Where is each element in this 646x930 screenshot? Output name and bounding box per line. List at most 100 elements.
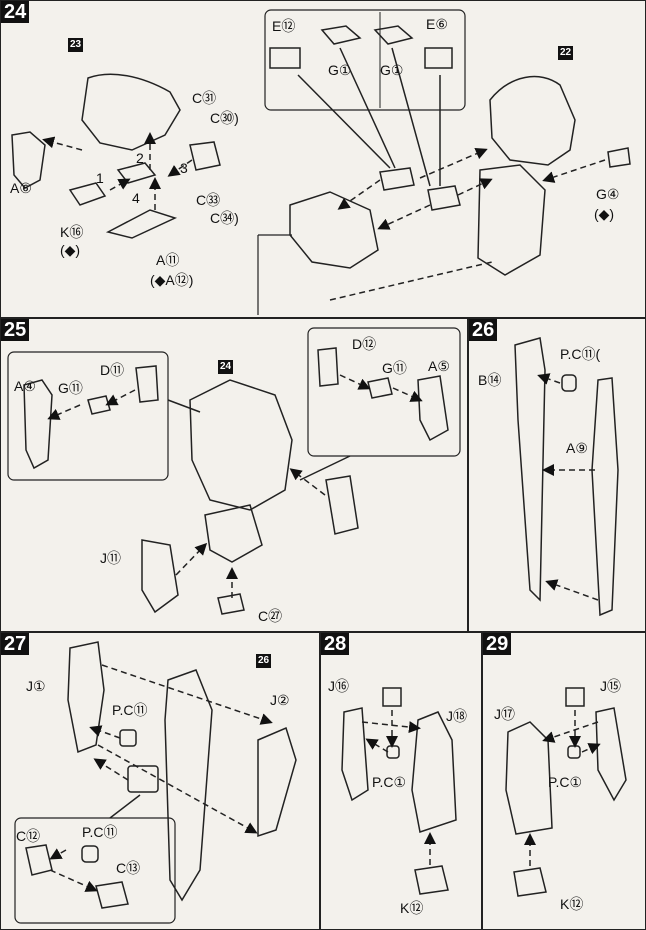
seq-2: 2: [136, 150, 144, 166]
label-c13: C⑬: [116, 860, 141, 876]
part-j2: [257, 726, 297, 838]
label-pci-29: P.C①: [548, 774, 583, 790]
label-j17: J⑰: [494, 706, 515, 722]
seq-4: 4: [132, 190, 140, 206]
shield-part: [325, 475, 359, 535]
label-j1: J①: [26, 678, 46, 694]
label-j2: J②: [270, 692, 290, 708]
sub-assembly-1: [379, 167, 415, 191]
part-g11: [87, 395, 111, 415]
part-j18: [411, 711, 457, 833]
label-pch: P.C⑪(: [560, 346, 601, 362]
step-number: 27: [1, 633, 30, 655]
part-k12-28: [414, 865, 449, 895]
label-k16-sub: (◆): [60, 242, 81, 258]
seq-3: 3: [180, 160, 188, 176]
chest-part: [289, 191, 379, 269]
label-j16: J⑯: [328, 678, 349, 694]
step-27-panel: 27: [0, 632, 320, 930]
part-c33: [189, 141, 221, 171]
part-c13: [95, 881, 129, 909]
waist-part: [204, 504, 263, 563]
label-a5: A⑤: [428, 358, 450, 374]
label-j11: J⑪: [100, 550, 121, 566]
label-c31: C㉛: [192, 90, 217, 106]
polycap-h: [561, 374, 577, 392]
part-j15: [595, 707, 627, 802]
part-b14: [514, 337, 546, 602]
label-j18: J⑱: [446, 708, 467, 724]
part-a4: [23, 379, 53, 470]
step-number: 26: [469, 319, 498, 341]
part-j16: [341, 707, 369, 802]
step-number: 29: [483, 633, 512, 655]
part-g4: [607, 147, 631, 168]
inset-left: [7, 351, 169, 481]
label-g11: G⑪: [58, 380, 83, 396]
label-pch2: P.C⑪: [82, 824, 118, 840]
part-a5: [417, 375, 449, 442]
label-e12: E⑫: [272, 18, 296, 34]
label-j15: J⑮: [600, 678, 621, 694]
part-e6: [424, 47, 453, 69]
inset-27: [14, 817, 176, 924]
body-assembly-24: [189, 379, 293, 511]
label-k12-29: K⑫: [560, 896, 584, 912]
step-26-panel: 26: [468, 318, 646, 632]
ref-marker-22: 22: [558, 46, 574, 60]
seq-1: 1: [96, 170, 104, 186]
label-a12: (◆A⑫): [150, 272, 194, 288]
label-a6: A⑥: [10, 180, 32, 196]
label-c34: C㉞): [210, 210, 239, 226]
part-a11: [105, 209, 178, 239]
part-j17: [505, 721, 553, 835]
part-g11b: [367, 377, 393, 399]
label-g4: G④: [596, 186, 620, 202]
label-k16: K⑯: [60, 224, 84, 240]
part-d11: [135, 365, 159, 403]
label-c33: C㉝: [196, 192, 221, 208]
label-a11: A⑪: [156, 252, 180, 268]
label-g1a: G①: [328, 62, 352, 78]
ref-square-29: [565, 687, 585, 707]
part-k16: [68, 182, 107, 206]
step-25-panel: 25: [0, 318, 468, 632]
step-24-panel: 24: [0, 0, 646, 318]
ref-marker-24: 24: [218, 360, 234, 374]
part-g1b: [373, 25, 414, 45]
label-b14: B⑭: [478, 372, 502, 388]
torso-front-part: [81, 73, 181, 151]
label-a9: A⑨: [566, 440, 588, 456]
polycap-h2: [81, 845, 99, 863]
foot-part-26: [164, 669, 213, 902]
label-d12: D⑫: [352, 336, 377, 352]
label-c27: C㉗: [258, 608, 283, 624]
ref-square-28: [382, 687, 402, 707]
sub-assembly-2: [427, 185, 461, 211]
inset-right: [307, 327, 461, 457]
part-k12-29: [513, 867, 547, 897]
label-pci-28: P.C①: [372, 774, 407, 790]
label-k12-28: K⑫: [400, 900, 424, 916]
ref-marker-23: 23: [68, 38, 84, 52]
step-number: 24: [1, 1, 30, 23]
torso-assembly: [477, 164, 546, 276]
label-c30: C㉚): [210, 110, 239, 126]
part-a6: [11, 131, 46, 189]
step-number: 25: [1, 319, 30, 341]
label-a4: A④: [14, 378, 36, 394]
step-number: 28: [321, 633, 350, 655]
label-pcu: P.C⑪: [112, 702, 148, 718]
inset-box: [264, 9, 466, 111]
label-g1b: G①: [380, 62, 404, 78]
head-assembly: [489, 75, 576, 166]
ref-marker-26: 26: [256, 654, 272, 668]
part-g1a: [320, 25, 362, 45]
label-g11b: G⑪: [382, 360, 407, 376]
joint-part: [127, 765, 159, 793]
label-c12: C⑫: [16, 828, 41, 844]
part-c12: [25, 844, 53, 876]
part-j1: [67, 641, 105, 754]
